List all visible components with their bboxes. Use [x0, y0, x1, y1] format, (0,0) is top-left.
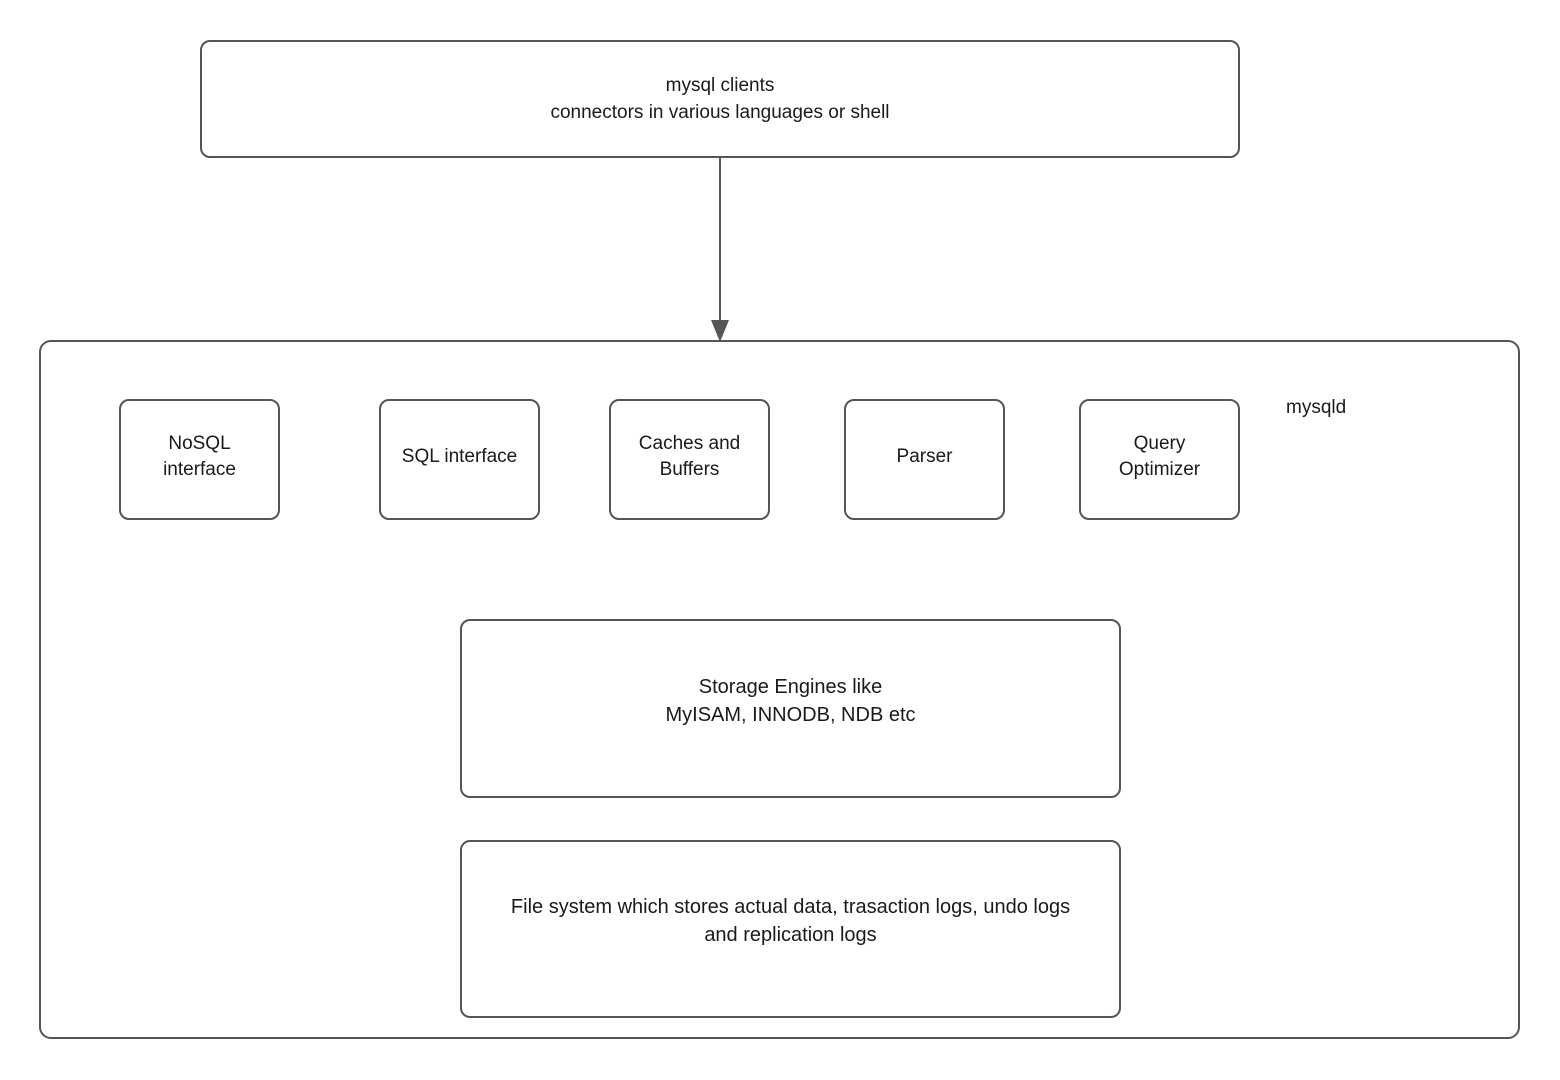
component-label: Query Optimizer: [1118, 432, 1201, 480]
mysql-clients-box[interactable]: mysql clients connectors in various lang…: [200, 40, 1240, 158]
arrow-down-icon: [711, 156, 729, 342]
mysql-clients-label: mysql clients connectors in various lang…: [550, 75, 890, 123]
component-label: SQL interface: [401, 445, 518, 467]
component-label: Caches and Buffers: [638, 432, 741, 480]
component-sql-interface[interactable]: SQL interface: [379, 399, 540, 520]
mysqld-label: mysqld: [1286, 397, 1347, 418]
file-system-box[interactable]: File system which stores actual data, tr…: [460, 840, 1121, 1018]
component-nosql-interface[interactable]: NoSQL interface: [119, 399, 280, 520]
component-parser[interactable]: Parser: [844, 399, 1005, 520]
storage-engines-label: Storage Engines like MyISAM, INNODB, NDB…: [665, 675, 916, 726]
component-query-optimizer[interactable]: Query Optimizer: [1079, 399, 1240, 520]
component-caches-and-buffers[interactable]: Caches and Buffers: [609, 399, 770, 520]
storage-engines-box[interactable]: Storage Engines like MyISAM, INNODB, NDB…: [460, 619, 1121, 798]
component-label: Parser: [896, 445, 953, 467]
file-system-label: File system which stores actual data, tr…: [510, 896, 1071, 946]
component-label: NoSQL interface: [163, 432, 236, 480]
